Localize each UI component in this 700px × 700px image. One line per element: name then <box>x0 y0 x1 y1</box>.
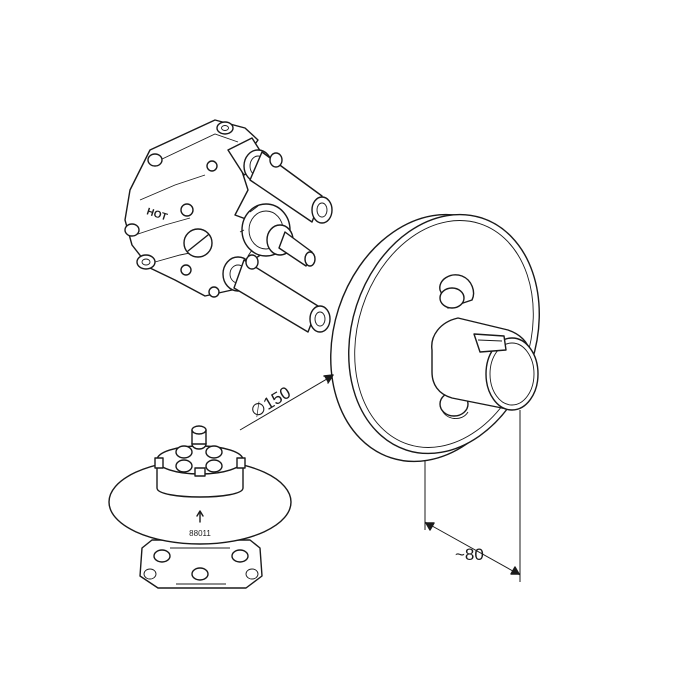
installation-template: 88011 <box>108 425 292 589</box>
rough-in-valve-body: HOT <box>124 119 333 333</box>
dimension-depth: ~80 <box>424 410 521 582</box>
part-number-label: 88011 <box>189 529 211 538</box>
dimension-diameter: ∅150 <box>239 374 334 431</box>
trim-plate-assembly <box>330 213 540 463</box>
diameter-label: ∅150 <box>247 383 294 422</box>
depth-label: ~80 <box>455 545 484 564</box>
